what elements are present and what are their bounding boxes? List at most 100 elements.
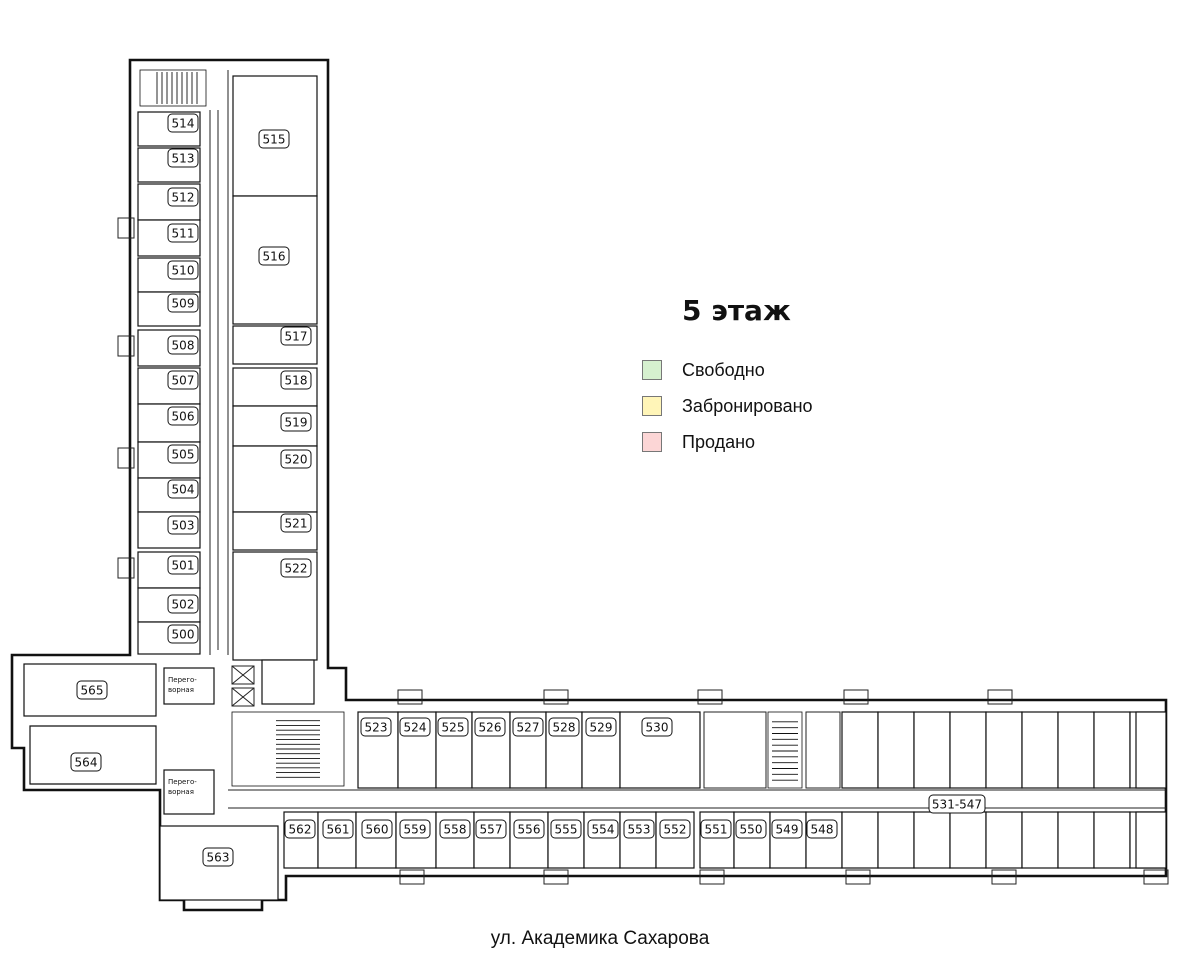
room-tag-519[interactable]: 519 <box>280 412 312 432</box>
legend-item-free: Свободно <box>642 352 813 388</box>
room-tag-552[interactable]: 552 <box>659 819 691 839</box>
room-tag-515[interactable]: 515 <box>258 129 290 149</box>
room-tag-531-547[interactable]: 531-547 <box>928 794 986 814</box>
room-tag-554[interactable]: 554 <box>587 819 619 839</box>
room-563[interactable] <box>159 825 279 901</box>
balcony <box>843 689 869 705</box>
room-tag-box <box>258 129 290 149</box>
room-tag-551[interactable]: 551 <box>700 819 732 839</box>
room-tag-562[interactable]: 562 <box>284 819 316 839</box>
room-tag-box <box>587 819 619 839</box>
room-tag-box <box>167 370 199 390</box>
room-tag-559[interactable]: 559 <box>399 819 431 839</box>
room-tag-550[interactable]: 550 <box>735 819 767 839</box>
room-531-547-unit[interactable] <box>985 811 1023 869</box>
room-tag-502[interactable]: 502 <box>167 594 199 614</box>
room-tag-503[interactable]: 503 <box>167 515 199 535</box>
room-tag-box <box>361 819 393 839</box>
meeting-room-south[interactable] <box>163 769 215 815</box>
room-tag-box <box>280 558 312 578</box>
room-tag-507[interactable]: 507 <box>167 370 199 390</box>
room-tag-558[interactable]: 558 <box>439 819 471 839</box>
room-tag-527[interactable]: 527 <box>512 717 544 737</box>
room-tag-563[interactable]: 563 <box>202 847 234 867</box>
room-number: 551 <box>705 823 728 837</box>
balcony <box>117 557 135 579</box>
room-tag-565[interactable]: 565 <box>76 680 108 700</box>
room-tag-box <box>280 326 312 346</box>
room-531-547-unit[interactable] <box>1057 811 1095 869</box>
legend-swatch-free <box>642 360 662 380</box>
room-tag-555[interactable]: 555 <box>550 819 582 839</box>
room-tag-564[interactable]: 564 <box>70 752 102 772</box>
room-number: 513 <box>172 152 195 166</box>
room-531-547-unit[interactable] <box>841 811 879 869</box>
room-531-547-unit[interactable] <box>1093 711 1131 789</box>
room-tag-528[interactable]: 528 <box>548 717 580 737</box>
room-tag-box <box>167 113 199 133</box>
room-tag-521[interactable]: 521 <box>280 513 312 533</box>
room-531-547-unit[interactable] <box>1021 811 1059 869</box>
room-tag-box <box>475 819 507 839</box>
room-tag-522[interactable]: 522 <box>280 558 312 578</box>
room-number: 561 <box>327 823 350 837</box>
room-tag-513[interactable]: 513 <box>167 148 199 168</box>
room-tag-500[interactable]: 500 <box>167 624 199 644</box>
room-tag-560[interactable]: 560 <box>361 819 393 839</box>
small-room-north <box>261 659 315 705</box>
legend: Свободно Забронировано Продано <box>642 352 813 460</box>
room-tag-556[interactable]: 556 <box>513 819 545 839</box>
room-number: 506 <box>172 410 195 424</box>
room-tag-516[interactable]: 516 <box>258 246 290 266</box>
east-staircase <box>767 711 803 789</box>
room-tag-509[interactable]: 509 <box>167 293 199 313</box>
room-tag-517[interactable]: 517 <box>280 326 312 346</box>
room-number: 505 <box>172 448 195 462</box>
room-tag-508[interactable]: 508 <box>167 335 199 355</box>
room-522[interactable] <box>232 551 318 661</box>
room-531-547-unit[interactable] <box>1135 811 1167 869</box>
room-tag-512[interactable]: 512 <box>167 187 199 207</box>
room-531-547-unit[interactable] <box>1021 711 1059 789</box>
room-tag-504[interactable]: 504 <box>167 479 199 499</box>
room-tag-box <box>284 819 316 839</box>
room-565[interactable] <box>23 663 157 717</box>
room-531-547-unit[interactable] <box>841 711 879 789</box>
room-tag-526[interactable]: 526 <box>474 717 506 737</box>
room-tag-549[interactable]: 549 <box>771 819 803 839</box>
room-tag-box <box>167 594 199 614</box>
room-number: 501 <box>172 559 195 573</box>
room-tag-525[interactable]: 525 <box>437 717 469 737</box>
room-531-547-unit[interactable] <box>877 811 915 869</box>
room-labels: 514 513 512 511 510 509 508 507 506 505 504 503 501 5… <box>70 113 986 867</box>
room-tag-box <box>322 819 354 839</box>
room-531-547-unit[interactable] <box>877 711 915 789</box>
room-tag-561[interactable]: 561 <box>322 819 354 839</box>
room-531-547-unit[interactable] <box>913 811 951 869</box>
room-tag-548[interactable]: 548 <box>806 819 838 839</box>
room-531-547-unit[interactable] <box>913 711 951 789</box>
room-tag-514[interactable]: 514 <box>167 113 199 133</box>
room-531-547-unit[interactable] <box>985 711 1023 789</box>
room-tag-524[interactable]: 524 <box>399 717 431 737</box>
room-tag-557[interactable]: 557 <box>475 819 507 839</box>
room-tag-520[interactable]: 520 <box>280 449 312 469</box>
meeting-room-north[interactable] <box>163 667 215 705</box>
room-tag-511[interactable]: 511 <box>167 223 199 243</box>
room-tag-529[interactable]: 529 <box>585 717 617 737</box>
balcony <box>543 869 569 885</box>
room-tag-530[interactable]: 530 <box>641 717 673 737</box>
room-531-547-unit[interactable] <box>949 811 987 869</box>
room-tag-505[interactable]: 505 <box>167 444 199 464</box>
room-531-547-unit[interactable] <box>949 711 987 789</box>
room-tag-518[interactable]: 518 <box>280 370 312 390</box>
room-tag-501[interactable]: 501 <box>167 555 199 575</box>
room-531-547-unit[interactable] <box>1057 711 1095 789</box>
room-531-547-unit[interactable] <box>1093 811 1131 869</box>
room-tag-510[interactable]: 510 <box>167 260 199 280</box>
room-tag-523[interactable]: 523 <box>360 717 392 737</box>
room-531-547-unit[interactable] <box>1135 711 1167 789</box>
room-tag-553[interactable]: 553 <box>623 819 655 839</box>
room-tag-506[interactable]: 506 <box>167 406 199 426</box>
